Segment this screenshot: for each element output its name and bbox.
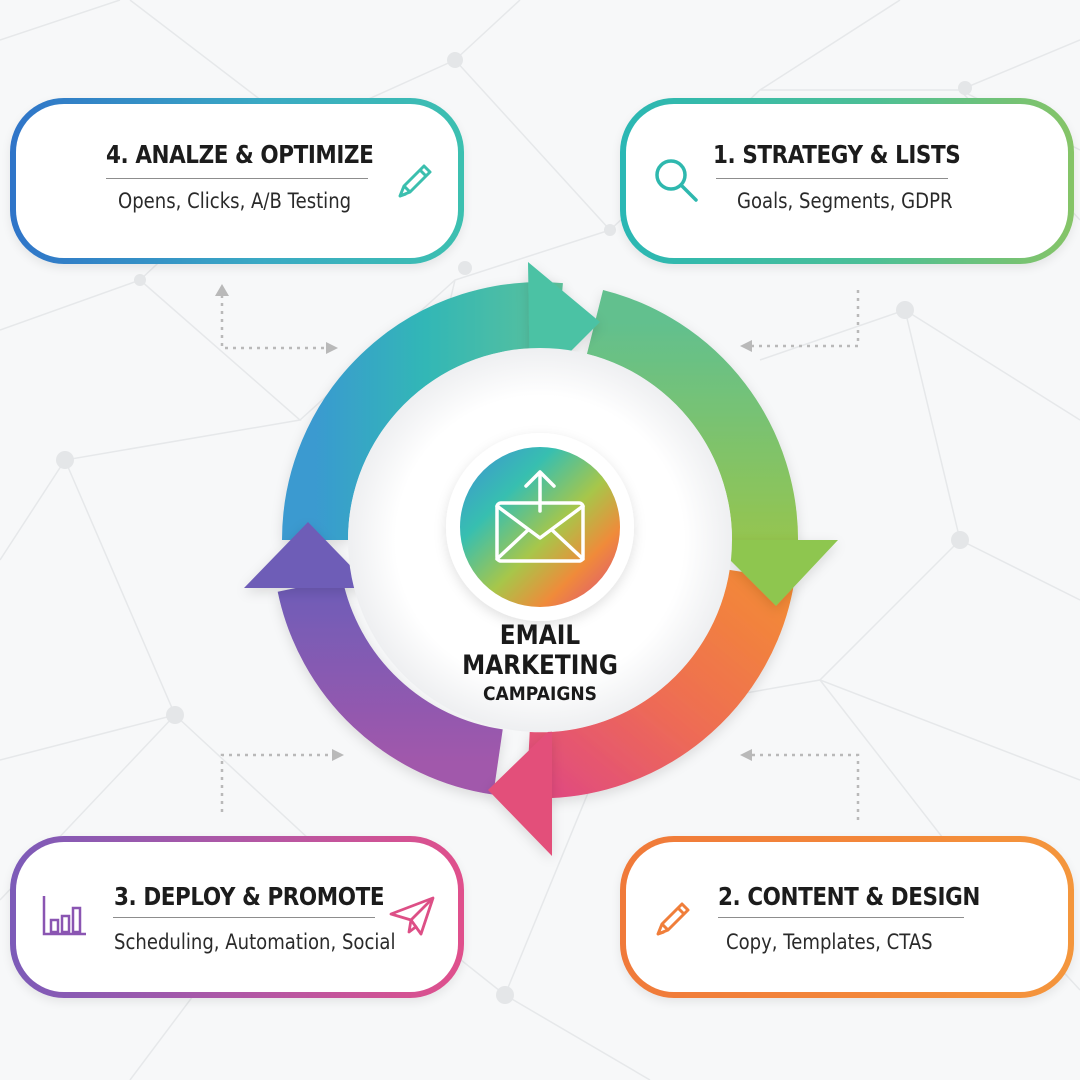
step-title: 4. ANALZE & OPTIMIZE (106, 140, 374, 169)
center-title-line2: MARKETING (462, 650, 618, 681)
magnifier-icon (655, 159, 698, 202)
step-card-content[interactable]: 2. CONTENT & DESIGN Copy, Templates, CTA… (620, 836, 1074, 998)
step-subtitle: Copy, Templates, CTAS (726, 930, 933, 954)
paper-plane-icon (389, 896, 435, 936)
pencil-icon (398, 164, 432, 198)
cycle-arc-right (586, 290, 799, 546)
cycle-arc-bottom (526, 569, 795, 799)
step-title: 2. CONTENT & DESIGN (718, 882, 980, 911)
step-title: 3. DEPLOY & PROMOTE (114, 882, 385, 911)
step-subtitle: Opens, Clicks, A/B Testing (118, 189, 352, 213)
step-divider (716, 178, 948, 179)
step-divider (718, 917, 964, 918)
center-title-line1: EMAIL (499, 620, 581, 651)
bar-chart-icon (42, 896, 86, 936)
step-subtitle: Goals, Segments, GDPR (737, 189, 953, 213)
pencil-icon (656, 902, 690, 936)
step-divider (113, 917, 375, 918)
arrowhead-bottom (488, 728, 552, 856)
arrowhead-left (244, 522, 372, 588)
step-title: 1. STRATEGY & LISTS (713, 140, 961, 169)
center-emblem (446, 433, 634, 621)
step-card-analyze[interactable]: 4. ANALZE & OPTIMIZE Opens, Clicks, A/B … (10, 98, 464, 264)
email-send-icon (495, 470, 585, 563)
step-card-deploy[interactable]: 3. DEPLOY & PROMOTE Scheduling, Automati… (10, 836, 464, 998)
step-subtitle: Scheduling, Automation, Social (114, 930, 396, 954)
cycle-arc-top (282, 282, 563, 541)
arrowhead-right (710, 540, 838, 606)
center-title-line3: CAMPAIGNS (482, 683, 598, 705)
cycle-arc-left (277, 577, 504, 795)
step-divider (106, 178, 368, 179)
step-card-strategy[interactable]: 1. STRATEGY & LISTS Goals, Segments, GDP… (620, 98, 1074, 264)
